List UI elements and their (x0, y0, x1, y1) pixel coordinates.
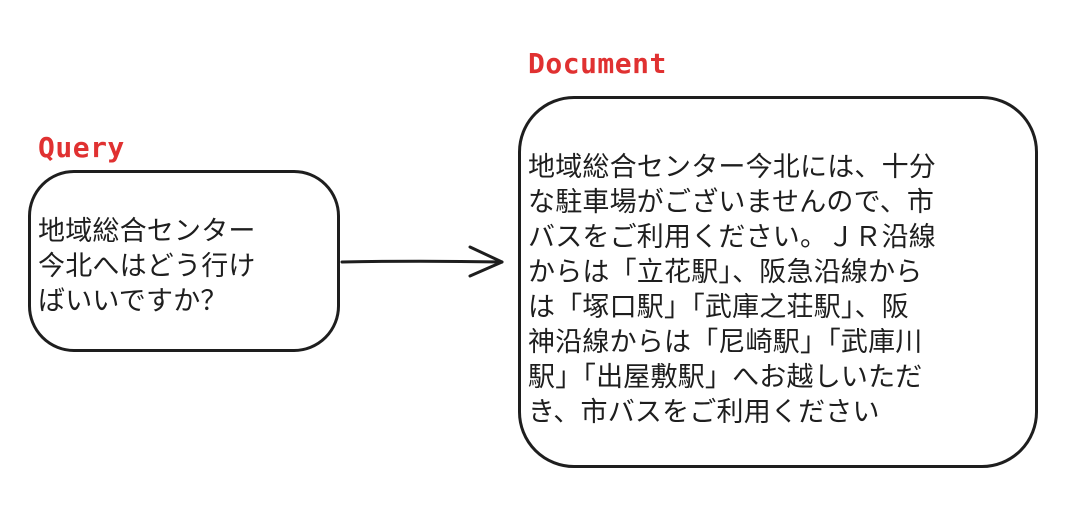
document-text-line: 地域総合センター今北には、十分 (528, 152, 936, 183)
arrow-shaft (340, 259, 504, 264)
query-text-line: 今北へはどう行け (38, 251, 256, 282)
query-text-line: 地域総合センター (38, 216, 256, 247)
document-text-line: 駅」「出屋敷駅」へお越しいただ (528, 362, 923, 393)
document-text-line: き、市バスをご利用ください (528, 397, 880, 428)
query-label: Query (38, 131, 125, 164)
document-box (518, 96, 1038, 468)
query-text-line: ばいいですか？ (38, 286, 228, 317)
document-text-line: バスをご利用ください。ＪＲ沿線 (528, 222, 936, 253)
document-text-line: は「塚口駅」「武庫之荘駅」、阪 (528, 292, 909, 323)
document-text-line: からは「立花駅」、阪急沿線から (528, 257, 923, 288)
query-text: 地域総合センター 今北へはどう行け ばいいですか？ (38, 214, 256, 319)
document-text-line: 神沿線からは「尼崎駅」「武庫川 (528, 327, 923, 358)
query-box (28, 170, 340, 352)
arrow-right-icon (340, 245, 504, 278)
arrow-head (468, 245, 504, 278)
document-text-line: な駐車場がございませんので、市 (528, 187, 935, 218)
document-text: 地域総合センター今北には、十分 な駐車場がございませんので、市 バスをご利用くだ… (528, 150, 936, 430)
document-label: Document (528, 47, 667, 80)
